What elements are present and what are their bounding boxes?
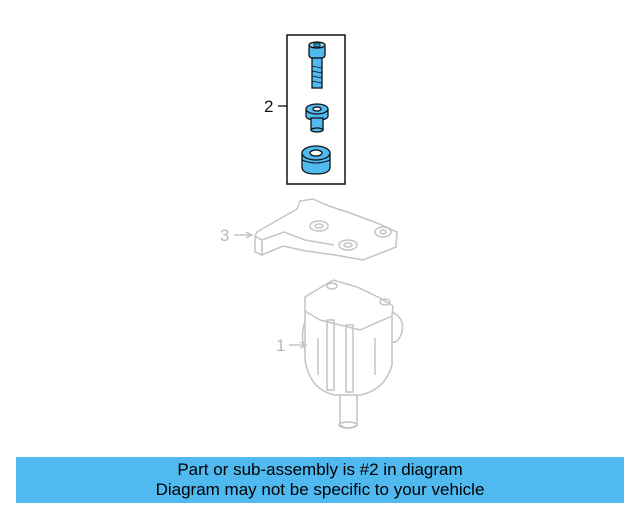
banner-line-2: Diagram may not be specific to your vehi… bbox=[155, 480, 485, 499]
info-banner: Part or sub-assembly is #2 in diagram Di… bbox=[16, 457, 624, 503]
callout-label-1: 1 bbox=[276, 336, 285, 355]
part-2-frame bbox=[286, 34, 346, 185]
callout-label-2: 2 bbox=[264, 97, 273, 116]
part-3-bracket[interactable] bbox=[234, 198, 398, 261]
banner-line-1: Part or sub-assembly is #2 in diagram bbox=[177, 460, 463, 479]
part-2-group[interactable]: 2 bbox=[264, 34, 346, 185]
bolt-icon bbox=[308, 41, 326, 89]
callout-label-3: 3 bbox=[220, 226, 229, 245]
bushing-icon bbox=[305, 103, 329, 133]
grommet-icon bbox=[301, 145, 331, 175]
part-1-pump[interactable] bbox=[289, 279, 404, 429]
